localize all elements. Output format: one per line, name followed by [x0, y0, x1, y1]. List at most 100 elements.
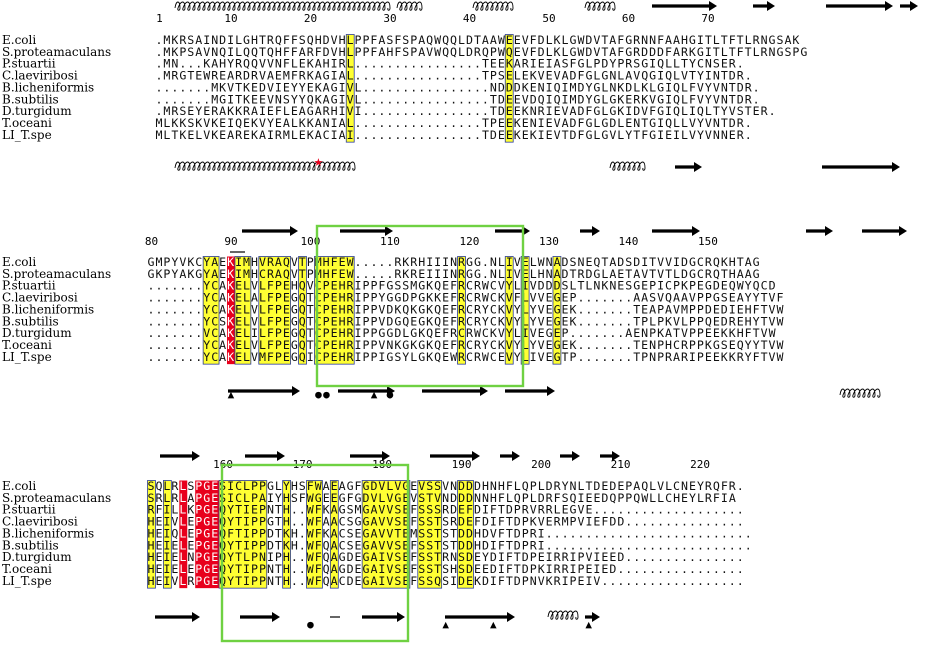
- similarity-column: [345, 34, 355, 143]
- ruler-position-number: 70: [701, 12, 714, 25]
- alpha-helix-coil: [174, 1, 391, 11]
- similarity-column: [504, 256, 514, 365]
- highlight-box-block3: [220, 463, 410, 643]
- sequence-residues: .......VCAKELILFPEGQTCPEHRIPPGGDLGKQEFRC…: [148, 326, 776, 340]
- sequence-residues: HEIELNPGEQYTLPNIPH..WFQAGDEGAIVSEFSSTRNS…: [148, 550, 744, 564]
- similarity-column: [202, 256, 220, 365]
- alpha-helix-coil: [547, 610, 579, 620]
- beta-strand-arrow: [560, 451, 580, 461]
- sequence-name: S.proteamaculans: [2, 491, 111, 505]
- sequence-residues: .MKRSAINDILGHTRQFFSQHDVHLPPFASFSPAQWQQLD…: [148, 33, 800, 47]
- alpha-helix-coil: [609, 161, 646, 171]
- similarity-column: [520, 256, 530, 365]
- alpha-helix-coil: [472, 1, 514, 11]
- beta-strand-arrow: [228, 386, 300, 396]
- sequence-name: S.proteamaculans: [2, 267, 111, 281]
- similarity-column: [314, 256, 355, 365]
- triangle-marker: ▲: [490, 618, 497, 631]
- sequence-name: B.licheniformis: [2, 526, 94, 540]
- sequence-residues: HEIVLEPGEQYTIPPGTH..WFAACSGGAVVSEFSSTSRD…: [148, 515, 744, 529]
- sequence-name: LI_T.spe: [2, 128, 52, 142]
- beta-strand-arrow: [580, 226, 600, 236]
- ruler-position-number: 40: [463, 12, 476, 25]
- beta-strand-arrow: [155, 612, 200, 622]
- similarity-column: [329, 480, 339, 589]
- beta-strand-arrow: [500, 451, 520, 461]
- ruler-position-number: 90: [224, 235, 237, 248]
- dot-marker: ●: [307, 618, 314, 631]
- ruler-position-number: 110: [380, 235, 400, 248]
- alpha-helix-coil: [174, 161, 356, 171]
- sequence-residues: .......MKVTKEDVIEYYEKAGIVL..............…: [148, 80, 760, 94]
- sequence-name: P.stuartii: [2, 503, 56, 517]
- sequence-name: T.oceani: [2, 562, 52, 576]
- triangle-marker: ▲: [585, 618, 592, 631]
- sequence-name: C.laeviribosi: [2, 515, 78, 529]
- ruler-position-number: 60: [622, 12, 635, 25]
- conservation-shading: [147, 34, 562, 589]
- sequence-residues: .MRSEYERAKKRAIEFLEAGARHIVI..............…: [148, 104, 776, 118]
- ruler-position-number: 130: [539, 235, 559, 248]
- sequence-name: T.oceani: [2, 116, 52, 130]
- similarity-column: [306, 480, 323, 589]
- dot-marker: ●: [387, 388, 394, 401]
- ruler-position-number: 220: [690, 458, 710, 471]
- strict-identity-column: [179, 480, 188, 589]
- dot-marker: ●: [315, 388, 322, 401]
- beta-strand-arrow: [495, 226, 530, 236]
- strict-identity-column: [195, 480, 220, 589]
- similarity-column: [234, 256, 252, 365]
- ruler-position-number: 10: [224, 12, 237, 25]
- sequence-residues: HEIELEPGEQYTIPPDTKH.WFQACSEGAVVSEFSSTSTD…: [148, 538, 752, 552]
- similarity-column: [361, 480, 411, 589]
- sequence-residues: .......YCAKELVLFPEGQTCPEHRIPPVDKQKGKQEFR…: [148, 302, 784, 316]
- similarity-column: [282, 480, 291, 589]
- similarity-column: [298, 256, 307, 365]
- alpha-helix-coil: [584, 1, 616, 11]
- sequence-residues: .......YCAKELVLFPEGQTCPEHRIPPVNKGKGKQEFR…: [148, 338, 784, 352]
- sequence-residues: MLKKSKVKEIQEKVYEALKKANIAL...............…: [148, 116, 752, 130]
- ruler-position-number: 190: [452, 458, 472, 471]
- beta-strand-arrow: [806, 226, 833, 236]
- beta-strand-arrow: [430, 451, 480, 461]
- sequence-name: B.subtilis: [2, 314, 59, 328]
- beta-strand-arrow: [242, 226, 298, 236]
- secondary-structure-annotations: [155, 1, 918, 622]
- sequence-name: E.coli: [2, 33, 36, 47]
- sequence-residues: .......YCSKELVLFPEGQTCPEHRIPPVDGQEGKQEFR…: [148, 314, 784, 328]
- similarity-column: [552, 256, 562, 365]
- similarity-column: [218, 480, 268, 589]
- sequence-name: LI_T.spe: [2, 350, 52, 364]
- ruler-position-number: 100: [301, 235, 321, 248]
- sequence-name: S.proteamaculans: [2, 45, 111, 59]
- alpha-helix-coil: [396, 1, 423, 11]
- ruler-position-number: 150: [698, 235, 718, 248]
- sequence-residues: MLTKELVKEAREKAIRMLEKACIAI...............…: [148, 128, 752, 142]
- beta-strand-arrow: [900, 1, 918, 11]
- sequence-name: B.licheniformis: [2, 80, 94, 94]
- sequence-residues: HEIELEPGEQYTIPPNTH..WFQAGDEGAIVSEFSSTSHS…: [148, 562, 744, 576]
- beta-strand-arrow: [240, 612, 280, 622]
- sequence-residues: GKPYAKGYAEKIMHCRAQVTPMHFEW.....RKREIIINR…: [148, 267, 760, 281]
- beta-strand-arrow: [822, 162, 900, 172]
- beta-strand-arrow: [675, 162, 702, 172]
- beta-strand-arrow: [350, 451, 390, 461]
- beta-strand-arrow: [585, 612, 600, 622]
- sequence-name: D.turgidum: [2, 326, 72, 340]
- beta-strand-arrow: [652, 226, 700, 236]
- sequence-residues: .......MGITKEEVNSYYQKAGIVL..............…: [148, 92, 760, 106]
- sequence-residues: .......YCAKELVMFPEGQICPEHRIPPIGSYLGKQEWR…: [148, 350, 784, 364]
- ruler-position-number: 140: [619, 235, 639, 248]
- triangle-marker: ▲: [228, 388, 235, 401]
- beta-strand-arrow: [340, 226, 393, 236]
- ruler-position-number: 1: [156, 12, 163, 25]
- sequence-name: B.subtilis: [2, 538, 59, 552]
- sequence-residues: SRLRLAPGESICLPAIYHSFWGEEGFGDVLVGEVSTVNDD…: [148, 491, 736, 505]
- similarity-column: [504, 34, 514, 143]
- sequence-name: D.turgidum: [2, 550, 72, 564]
- similarity-column: [457, 256, 466, 365]
- beta-strand-arrow: [445, 612, 515, 622]
- highlight-boxes: [220, 224, 525, 643]
- ruler-position-number: 20: [304, 12, 317, 25]
